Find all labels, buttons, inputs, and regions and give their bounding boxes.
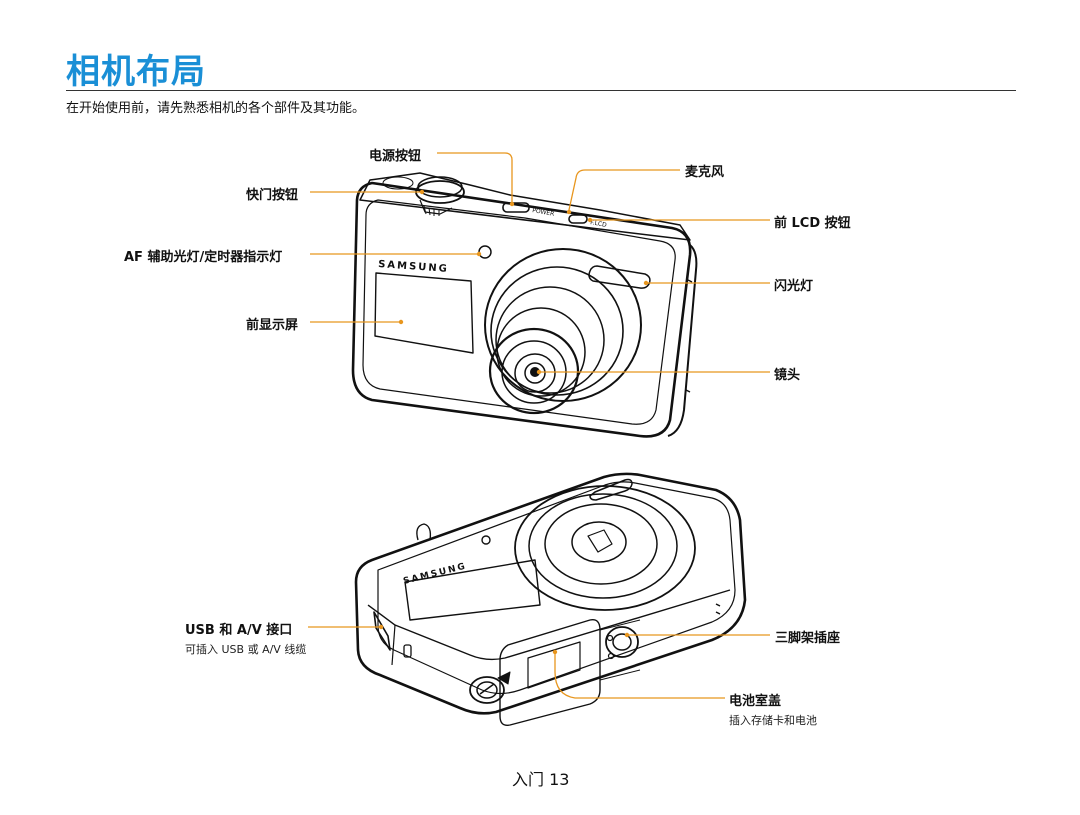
label-microphone: 麦克风 <box>685 165 725 180</box>
label-lens: 镜头 <box>774 368 801 383</box>
page-title: 相机布局 <box>66 52 206 92</box>
bottom-camera-illustration <box>354 472 747 726</box>
label-power-button: 电源按钮 <box>369 149 422 164</box>
label-flash: 闪光灯 <box>774 279 814 294</box>
label-tripod-mount: 三脚架插座 <box>775 631 841 646</box>
front-leader-lines <box>310 152 770 373</box>
bottom-leader-lines <box>308 626 770 699</box>
front-camera-illustration: POWER F.LCD <box>351 172 698 438</box>
label-battery-cover: 电池室盖 <box>729 694 782 709</box>
page-footer: 入门 13 <box>512 770 570 789</box>
label-af-lamp: AF 辅助光灯/定时器指示灯 <box>124 250 283 265</box>
title-divider <box>66 90 1016 91</box>
label-front-lcd-button: 前 LCD 按钮 <box>774 216 851 231</box>
svg-text:F.LCD: F.LCD <box>590 219 608 229</box>
svg-text:POWER: POWER <box>532 207 555 218</box>
label-usb-av-port: USB 和 A/V 接口 <box>185 623 293 638</box>
front-brand-logo: SAMSUNG <box>378 259 449 275</box>
bottom-leader-dots <box>378 624 630 655</box>
label-shutter-button: 快门按钮 <box>246 188 299 203</box>
front-leader-dots <box>398 189 649 375</box>
bottom-brand-logo: SAMSUNG <box>402 561 468 586</box>
note-battery-cover: 插入存储卡和电池 <box>729 714 817 727</box>
note-usb-av-port: 可插入 USB 或 A/V 线缆 <box>185 643 307 656</box>
label-front-display: 前显示屏 <box>246 318 299 333</box>
intro-text: 在开始使用前，请先熟悉相机的各个部件及其功能。 <box>66 101 366 116</box>
